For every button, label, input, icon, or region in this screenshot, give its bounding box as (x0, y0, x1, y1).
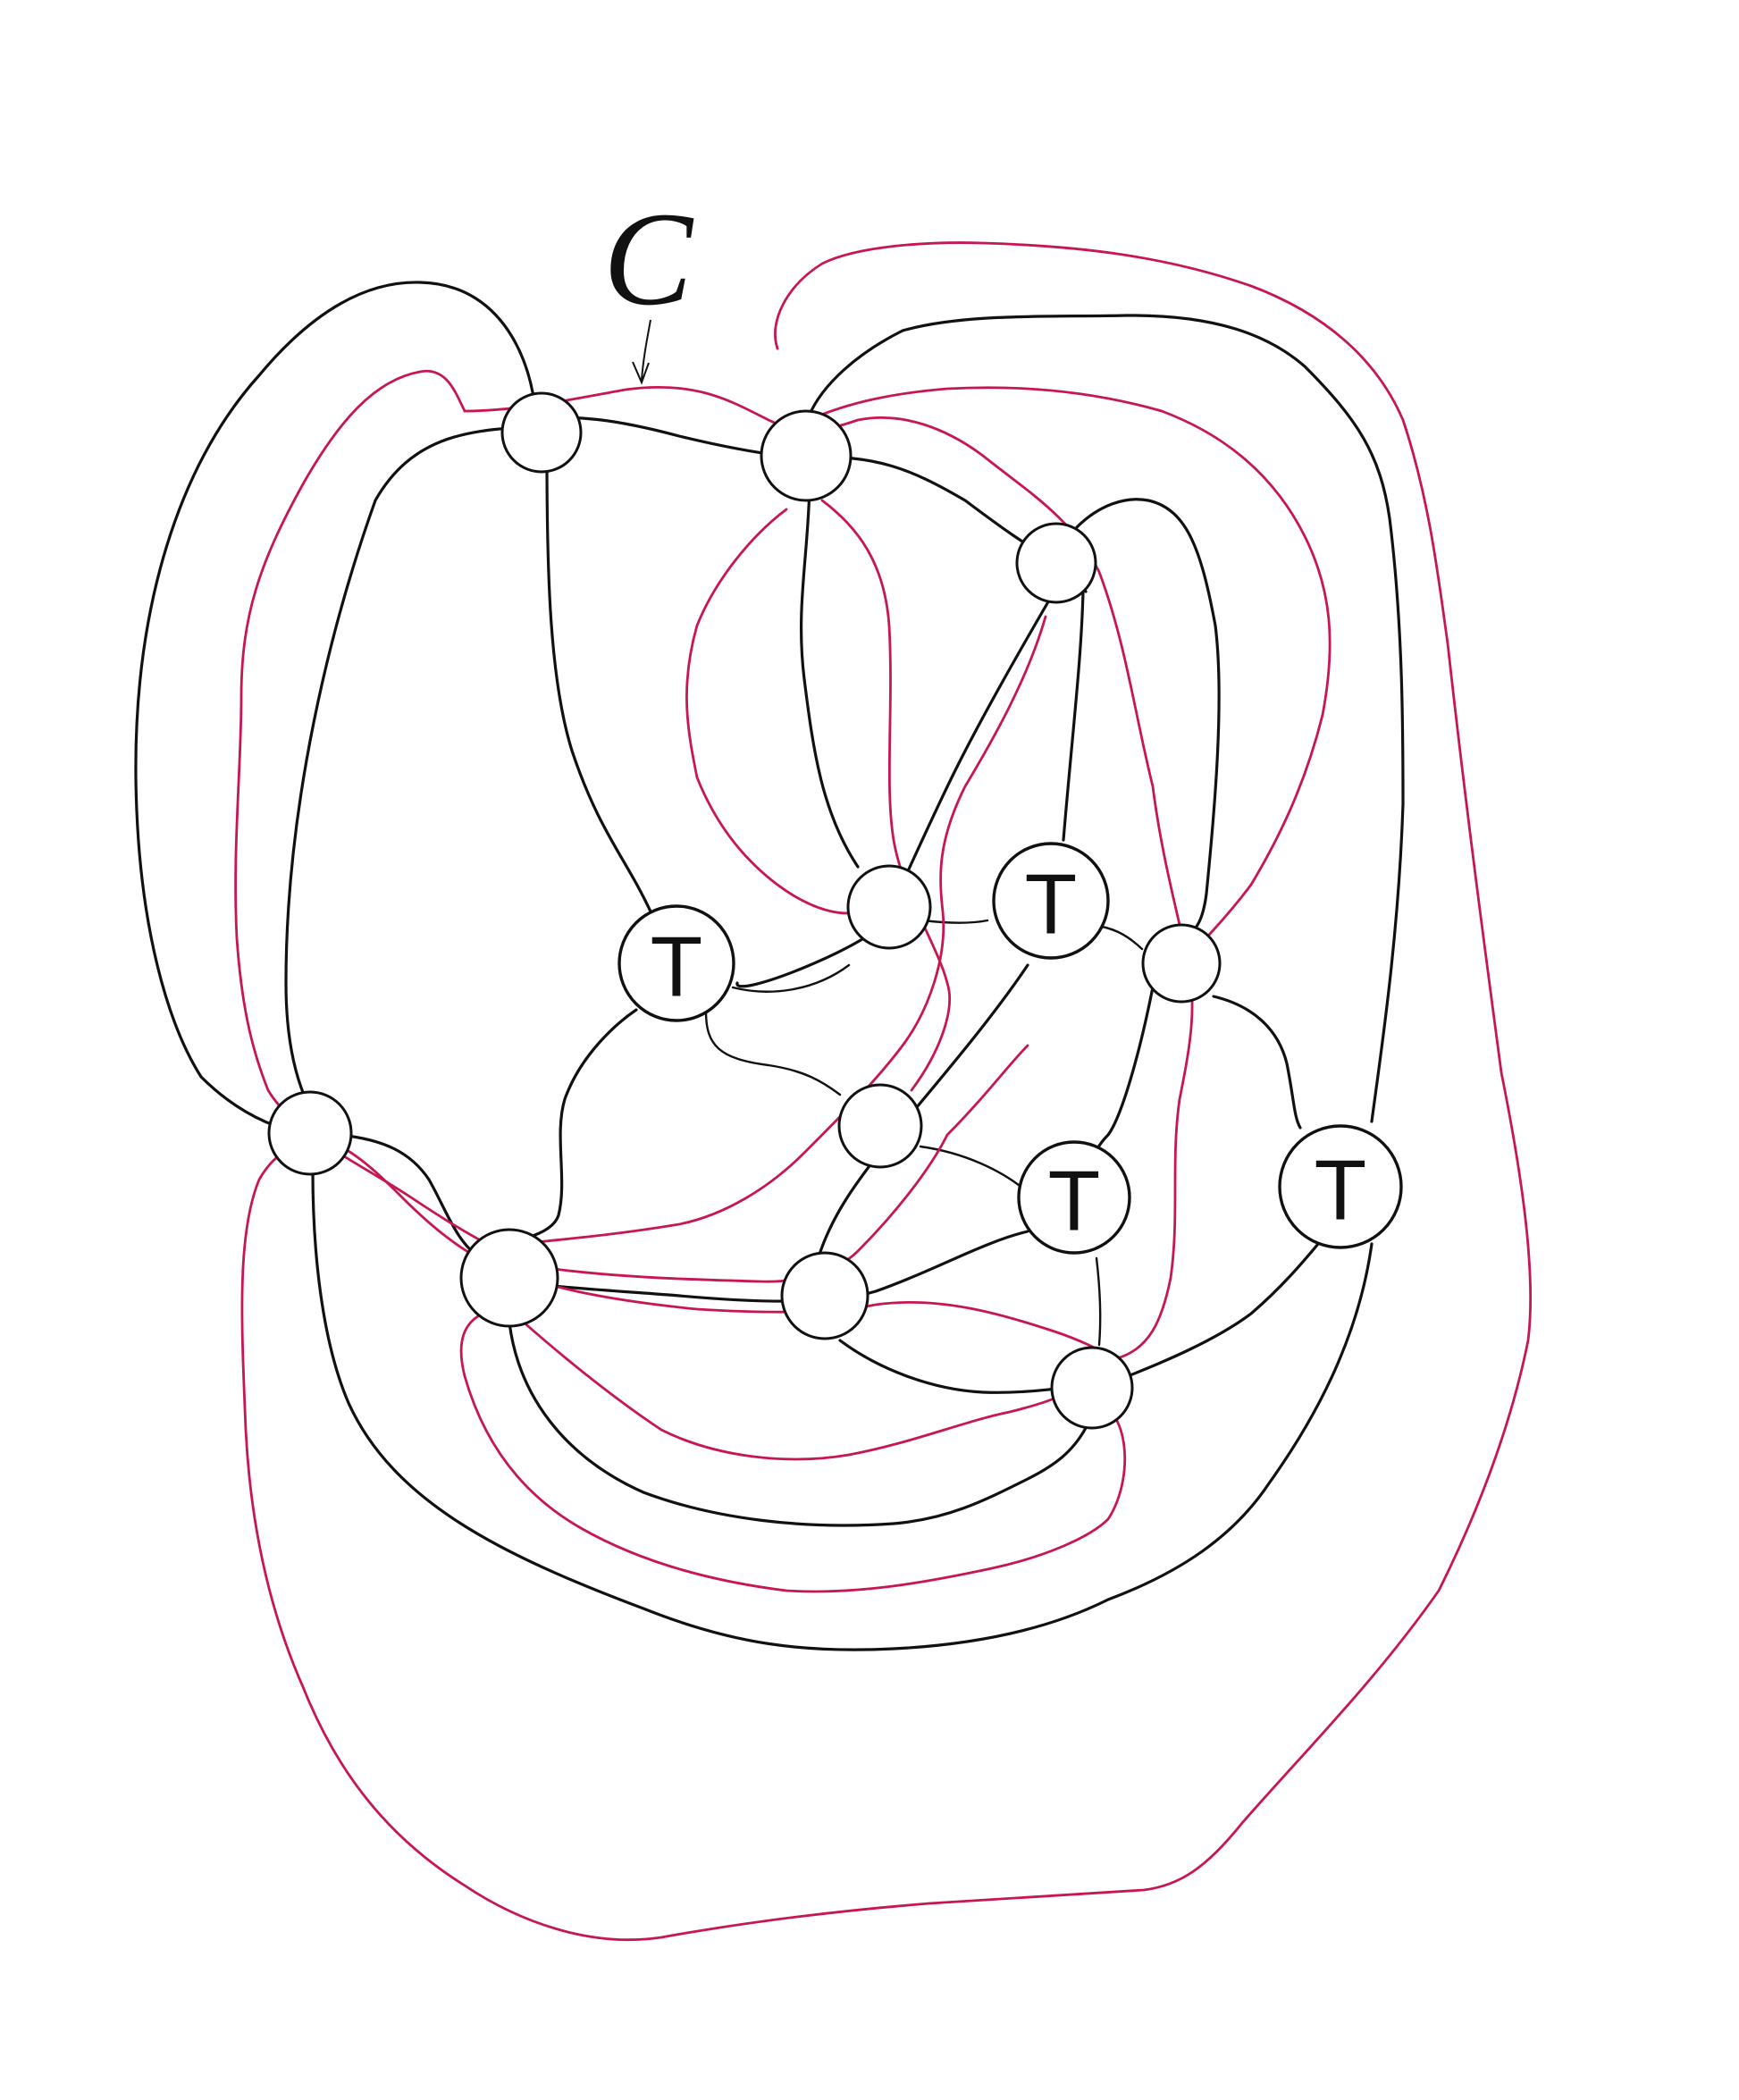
crossing-node-top-left (500, 391, 583, 474)
edge-mid-to-t3 (921, 919, 989, 924)
curve-c-path-lower-inner (512, 1312, 1083, 1461)
curve-c-path-top (463, 385, 1194, 1360)
edge-lm-to-t4 (919, 1145, 1025, 1190)
edge-rc-diag (735, 597, 1052, 988)
edge-t1-to-bl (525, 1008, 638, 1239)
curve-c-path-left-bottom (307, 1131, 1114, 1360)
crossing-node-top-middle (760, 409, 853, 502)
edge-rm-to-t4 (1088, 986, 1155, 1163)
edge-tl-to-t1 (545, 454, 652, 913)
terminal-node-1: T (617, 904, 735, 1022)
crossing-node-left (267, 1090, 353, 1176)
edge-inner-left (284, 425, 525, 1096)
crossing-node-center (846, 864, 932, 950)
curve-c-path-big-right (240, 241, 1533, 1941)
terminal-nodes: T T T T (617, 842, 1403, 1255)
curve-c (234, 241, 1533, 1941)
crossing-node-bottom-right (1050, 1346, 1134, 1430)
edge-bottom-arc-inner (508, 1321, 1088, 1527)
curve-c-path-lower (459, 1312, 1127, 1593)
crossing-node-bottom-left (459, 1228, 559, 1328)
curve-c-arrow-icon (632, 319, 651, 385)
edge-t1-to-lm (704, 1010, 842, 1096)
edge-t4-to-br (1095, 1256, 1102, 1347)
edge-outer-left (134, 281, 538, 1137)
edge-rc-to-t3 (1062, 590, 1085, 842)
curve-c-label: C (603, 185, 694, 333)
curve-c-path-right-mid (807, 386, 1332, 967)
edge-rc-arc (1075, 498, 1221, 935)
edge-tm-top-arc (807, 314, 1405, 1123)
edge-rm-to-t6 (1212, 995, 1302, 1130)
crossing-nodes (267, 391, 1222, 1430)
edge-bottom-band (470, 1230, 1029, 1303)
edge-left-to-bl (338, 1133, 484, 1262)
terminal-node-2-label: T (1025, 857, 1078, 953)
curve-c-path-inner-right (820, 499, 951, 1092)
crossing-node-lower-mid (837, 1083, 923, 1169)
terminal-node-1-label: T (651, 920, 703, 1015)
crossing-node-right-mid (1141, 923, 1222, 1004)
terminal-node-3-label: T (1048, 1154, 1101, 1249)
curve-c-path-inner-loop (685, 508, 873, 915)
graph-edges (134, 281, 1405, 1651)
terminal-node-4: T (1278, 1124, 1403, 1249)
crossing-node-bottom-mid (780, 1251, 870, 1340)
terminal-node-3: T (1017, 1140, 1131, 1255)
curve-c-path-center-diag (534, 615, 1047, 1244)
edge-br-to-t6 (1126, 1242, 1320, 1378)
edge-bottom-arc-outer (311, 1169, 1374, 1651)
terminal-node-4-label: T (1315, 1143, 1367, 1239)
crossing-node-top-right (1015, 522, 1097, 604)
terminal-node-2: T (992, 842, 1110, 960)
curve-c-label-group: C (603, 185, 694, 385)
edge-mid-to-t2 (731, 963, 851, 993)
edge-tm-to-mid (799, 481, 860, 869)
